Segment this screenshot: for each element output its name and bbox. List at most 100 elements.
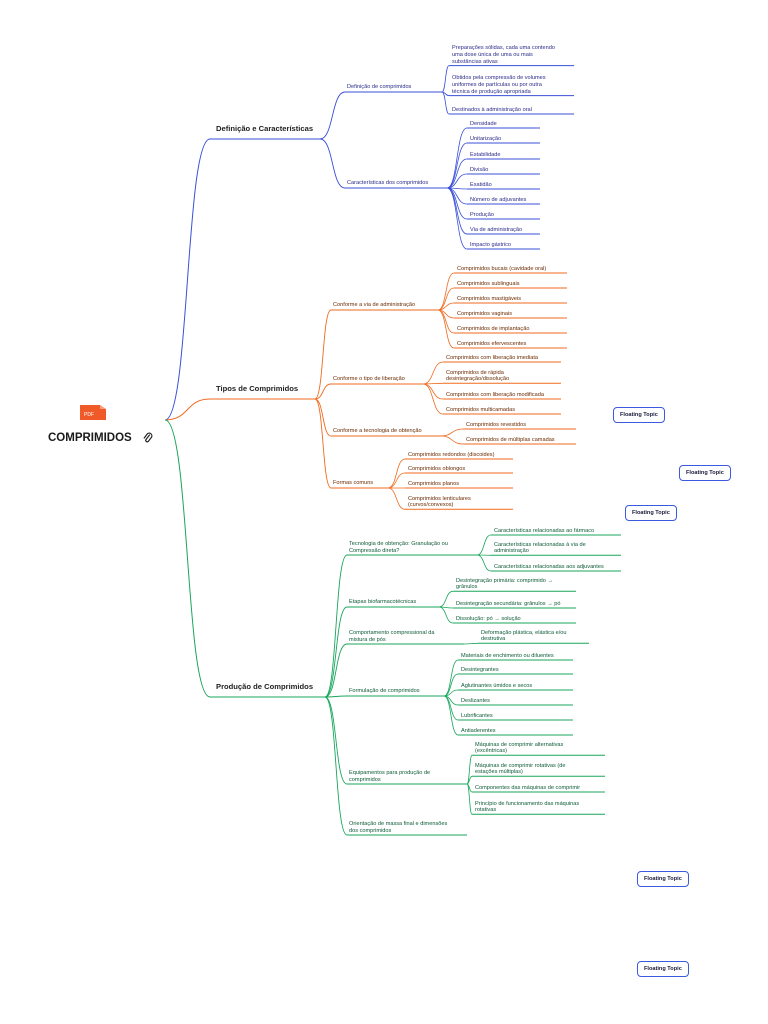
root-topic[interactable]: COMPRIMIDOS <box>48 432 132 444</box>
leaf-topic[interactable]: Produção <box>470 212 494 218</box>
leaf-link <box>441 91 450 115</box>
pdf-icon[interactable]: PDF <box>76 404 110 421</box>
leaf-link <box>438 590 454 608</box>
leaf-link <box>387 458 406 489</box>
leaf-topic[interactable]: Comprimidos lenticulares (curvos/convexo… <box>408 495 471 509</box>
subtopic[interactable]: Conforme a tecnologia de obtenção <box>333 428 422 434</box>
subtopic-link <box>324 606 348 698</box>
pdf-badge-label: PDF <box>84 412 94 418</box>
branch-link <box>164 138 211 421</box>
leaf-topic[interactable]: Desintegração primária: comprimido → grâ… <box>456 577 553 591</box>
branch-link <box>164 419 211 698</box>
leaf-link <box>437 272 455 311</box>
leaf-topic[interactable]: Comprimidos efervescentes <box>457 341 527 347</box>
leaf-link <box>443 695 459 736</box>
leaf-link <box>443 673 459 697</box>
subtopic[interactable]: Conforme o tipo de liberação <box>333 376 405 382</box>
branch-topic[interactable]: Tipos de Comprimidos <box>216 384 299 393</box>
leaf-topic[interactable]: Comprimidos multicamadas <box>446 407 516 413</box>
leaf-link <box>387 487 406 510</box>
leaf-link <box>476 534 492 556</box>
leaf-topic[interactable]: Número de adjuvantes <box>470 197 527 203</box>
leaf-topic[interactable]: Características relacionadas à via de ad… <box>494 541 586 555</box>
floating-topic[interactable]: Floating Topic <box>613 407 665 423</box>
leaf-topic[interactable]: Deslizantes <box>461 698 490 704</box>
leaf-topic[interactable]: Características relacionadas ao fármaco <box>494 528 595 534</box>
leaf-link <box>446 142 468 189</box>
subtopic[interactable]: Formas comuns <box>333 480 374 486</box>
leaf-link <box>387 472 406 489</box>
leaf-link <box>422 383 444 400</box>
leaf-topic[interactable]: Comprimidos vaginais <box>457 311 513 317</box>
leaf-topic[interactable]: Desintegrantes <box>461 667 499 673</box>
leaf-topic[interactable]: Comprimidos com liberação imediata <box>446 355 539 361</box>
leaf-topic[interactable]: Obtidos pela compressão de volumes unifo… <box>452 75 546 95</box>
leaf-topic[interactable]: Características relacionadas aos adjuvan… <box>494 564 604 570</box>
floating-topic[interactable]: Floating Topic <box>625 505 677 521</box>
leaf-link <box>466 783 473 815</box>
subtopic-link <box>319 138 346 189</box>
leaf-link <box>476 554 492 572</box>
leaf-link <box>446 187 468 235</box>
leaf-link <box>466 754 473 785</box>
leaf-topic[interactable]: Comprimidos bucais (cavidade oral) <box>457 266 547 272</box>
leaf-link <box>440 435 464 445</box>
leaf-link <box>446 158 468 189</box>
subtopic[interactable]: Tecnologia de obtenção: Granulação ou Co… <box>349 541 448 554</box>
branch-topic[interactable]: Definição e Características <box>216 124 314 133</box>
leaf-link <box>437 309 455 349</box>
leaf-topic[interactable]: Desintegração secundária: grânulos → pó <box>456 601 561 607</box>
leaf-topic[interactable]: Comprimidos revestidos <box>466 422 526 428</box>
leaf-link <box>422 361 444 385</box>
leaf-topic[interactable]: Comprimidos de rápida desintegração/diss… <box>446 369 510 383</box>
leaf-topic[interactable]: Comprimidos com liberação modificada <box>446 392 544 398</box>
leaf-topic[interactable]: Componentes das máquinas de comprimir <box>475 785 581 791</box>
floating-topic[interactable]: Floating Topic <box>679 465 731 481</box>
leaf-topic[interactable]: Comprimidos de implantação <box>457 326 530 332</box>
leaf-link <box>437 287 455 311</box>
leaf-topic[interactable]: Comprimidos redondos (discoides) <box>408 452 495 458</box>
floating-topic[interactable]: Floating Topic <box>637 961 689 977</box>
leaf-topic[interactable]: Deformação plástica, elástica e/ou destr… <box>481 629 567 643</box>
subtopic[interactable]: Características dos comprimidos <box>347 180 429 186</box>
leaf-topic[interactable]: Destinados à administração oral <box>452 107 532 113</box>
leaf-topic[interactable]: Comprimidos planos <box>408 481 459 487</box>
leaf-topic[interactable]: Comprimidos sublinguais <box>457 281 520 287</box>
leaf-topic[interactable]: Comprimidos de múltiplas camadas <box>466 437 555 443</box>
leaf-topic[interactable]: Máquinas de comprimir rotativas (de esta… <box>475 762 566 776</box>
leaf-topic[interactable]: Densidade <box>470 121 497 127</box>
subtopic[interactable]: Comportamento compressional da mistura d… <box>349 630 435 643</box>
subtopic-link <box>314 398 332 489</box>
leaf-topic[interactable]: Dissolução: pó → solução <box>456 616 521 622</box>
leaf-topic[interactable]: Comprimidos mastigáveis <box>457 296 522 302</box>
leaf-topic[interactable]: Máquinas de comprimir alternativas (excê… <box>475 741 564 755</box>
leaf-topic[interactable]: Aglutinantes úmidos e secos <box>461 683 533 689</box>
subtopic[interactable]: Definição de comprimidos <box>347 84 412 90</box>
leaf-topic[interactable]: Divisão <box>470 167 489 173</box>
leaf-topic[interactable]: Preparações sólidas, cada uma contendo u… <box>452 45 555 65</box>
leaf-topic[interactable]: Estabilidade <box>470 152 501 158</box>
leaf-topic[interactable]: Via de administração <box>470 227 523 233</box>
leaf-topic[interactable]: Exatidão <box>470 182 492 188</box>
leaf-topic[interactable]: Antiaderentes <box>461 728 496 734</box>
subtopic[interactable]: Etapas biofarmacotécnicas <box>349 599 417 605</box>
leaf-topic[interactable]: Comprimidos oblongos <box>408 466 466 472</box>
leaf-topic[interactable]: Impacto gástrico <box>470 242 512 248</box>
leaf-link <box>446 127 468 189</box>
leaf-link <box>422 383 444 415</box>
leaf-link <box>440 428 464 437</box>
subtopic[interactable]: Formulação de comprimidos <box>349 688 420 694</box>
subtopic[interactable]: Orientação de massa final e dimensões do… <box>349 821 448 834</box>
subtopic-link <box>314 398 332 437</box>
branch-topic[interactable]: Produção de Comprimidos <box>216 682 314 691</box>
floating-topic[interactable]: Floating Topic <box>637 871 689 887</box>
attachment-icon[interactable] <box>143 432 153 444</box>
leaf-topic[interactable]: Princípio de funcionamento das máquinas … <box>475 800 580 814</box>
leaf-topic[interactable]: Unitarização <box>470 136 502 142</box>
leaf-topic[interactable]: Lubrificantes <box>461 713 493 719</box>
subtopic[interactable]: Equipamentos para produção de comprimido… <box>349 770 431 783</box>
leaf-link <box>446 187 468 250</box>
leaf-topic[interactable]: Materiais de enchimento ou diluentes <box>461 653 554 659</box>
subtopic[interactable]: Conforme a via de administração <box>333 302 416 308</box>
